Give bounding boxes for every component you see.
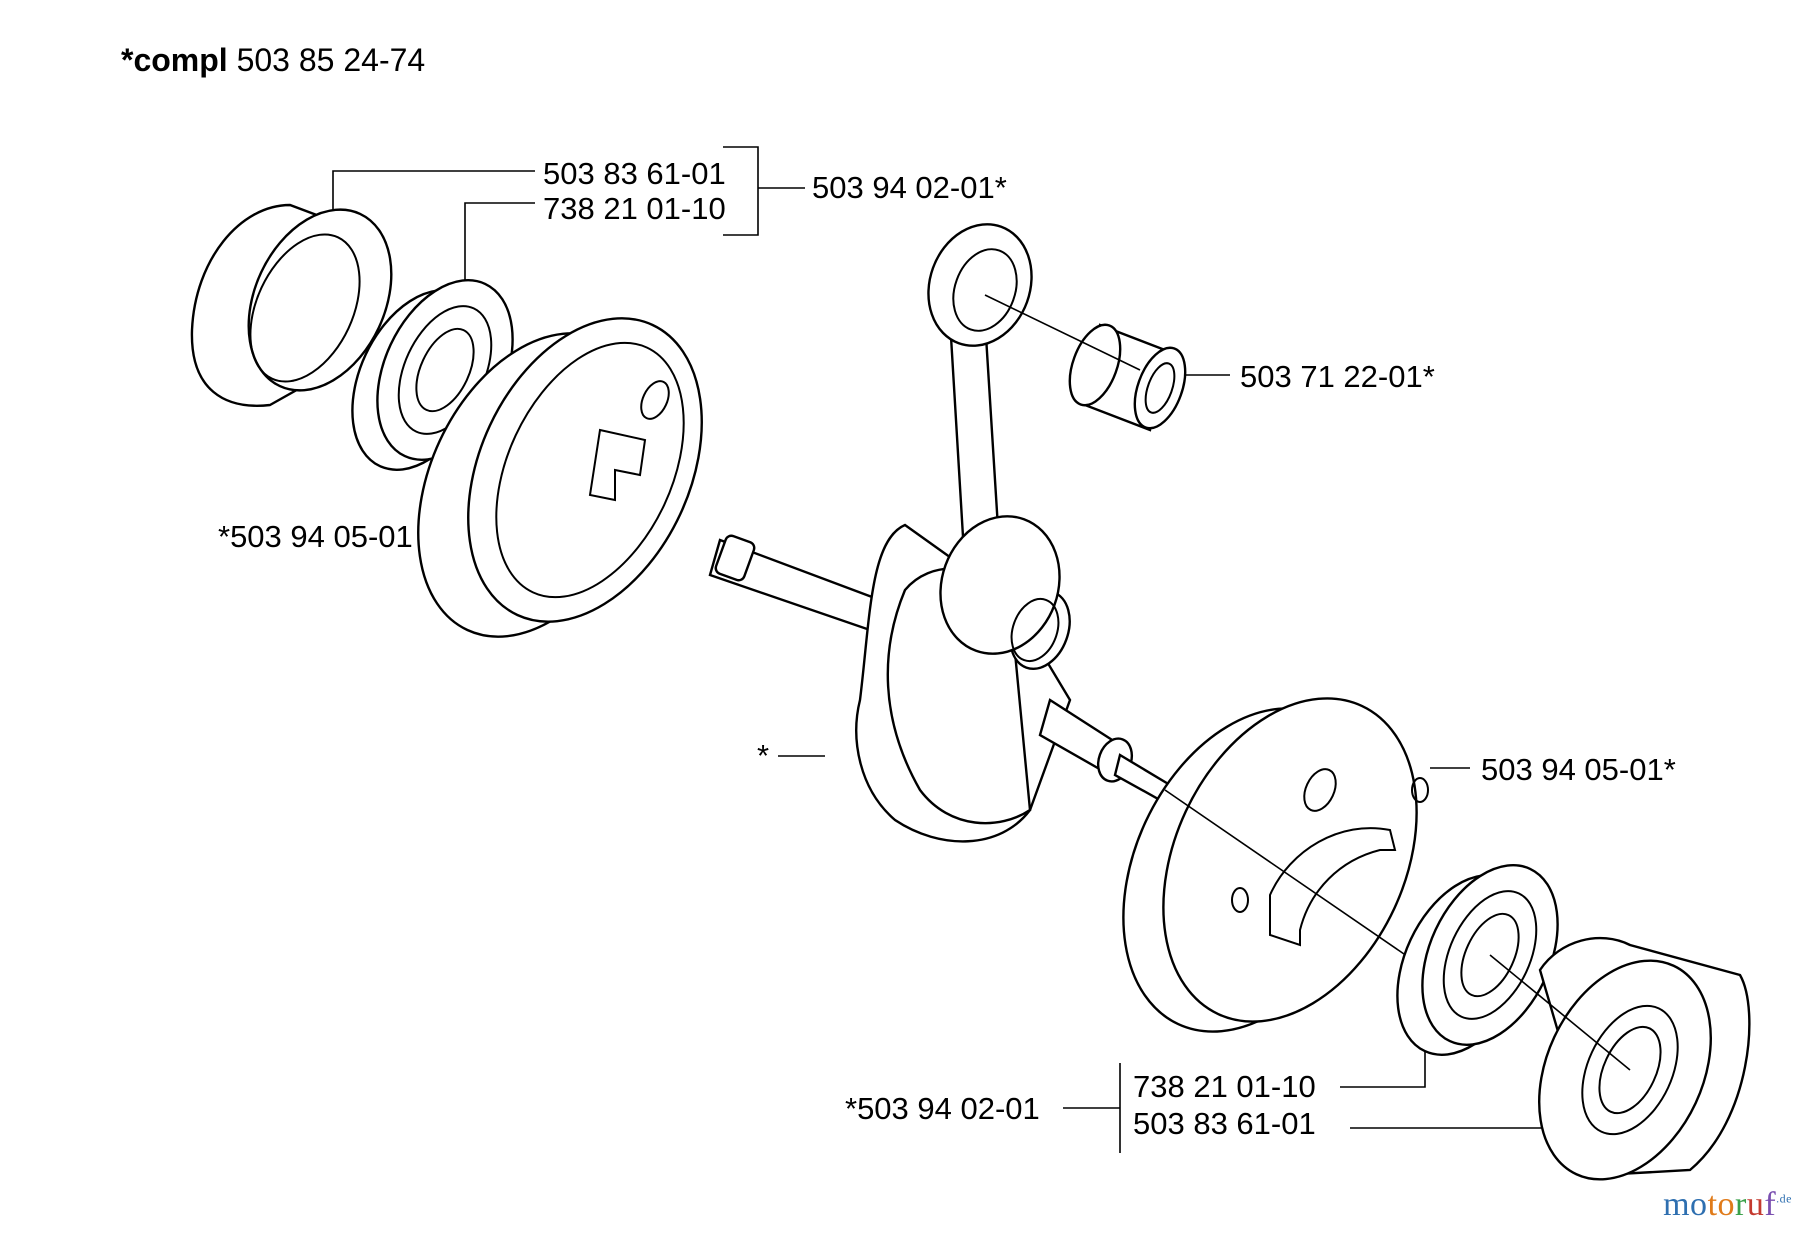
watermark-logo: motoruf.de	[1663, 1186, 1792, 1223]
connecting-rod	[927, 223, 1061, 662]
label-left-flywheel: *503 94 05-01	[218, 519, 413, 554]
right-ball-bearing	[1396, 864, 1559, 1056]
label-right-bearing: 738 21 01-10	[1133, 1069, 1316, 1104]
assembly-number: *compl 503 85 24-74	[121, 44, 425, 76]
label-left-bearing: 738 21 01-10	[543, 191, 726, 226]
label-right-flywheel: 503 94 05-01*	[1481, 752, 1676, 787]
needle-bearing	[984, 294, 1187, 432]
crankshaft	[708, 523, 1172, 843]
label-right-seal: 503 83 61-01	[1133, 1106, 1316, 1141]
label-needle-bearing: 503 71 22-01*	[1240, 359, 1435, 394]
label-crankshaft: *	[757, 738, 770, 773]
assembly-part-number: 503 85 24-74	[236, 42, 426, 78]
right-flywheel-half	[1122, 697, 1429, 1033]
label-left-seal: 503 83 61-01	[543, 156, 726, 191]
left-seal-ring	[190, 203, 393, 407]
assembly-prefix: *compl	[121, 42, 228, 78]
label-left-kit: 503 94 02-01*	[812, 170, 1007, 205]
label-right-kit: *503 94 02-01	[845, 1091, 1040, 1126]
left-flywheel-half	[417, 317, 703, 638]
right-seal-ring	[1489, 937, 1751, 1181]
